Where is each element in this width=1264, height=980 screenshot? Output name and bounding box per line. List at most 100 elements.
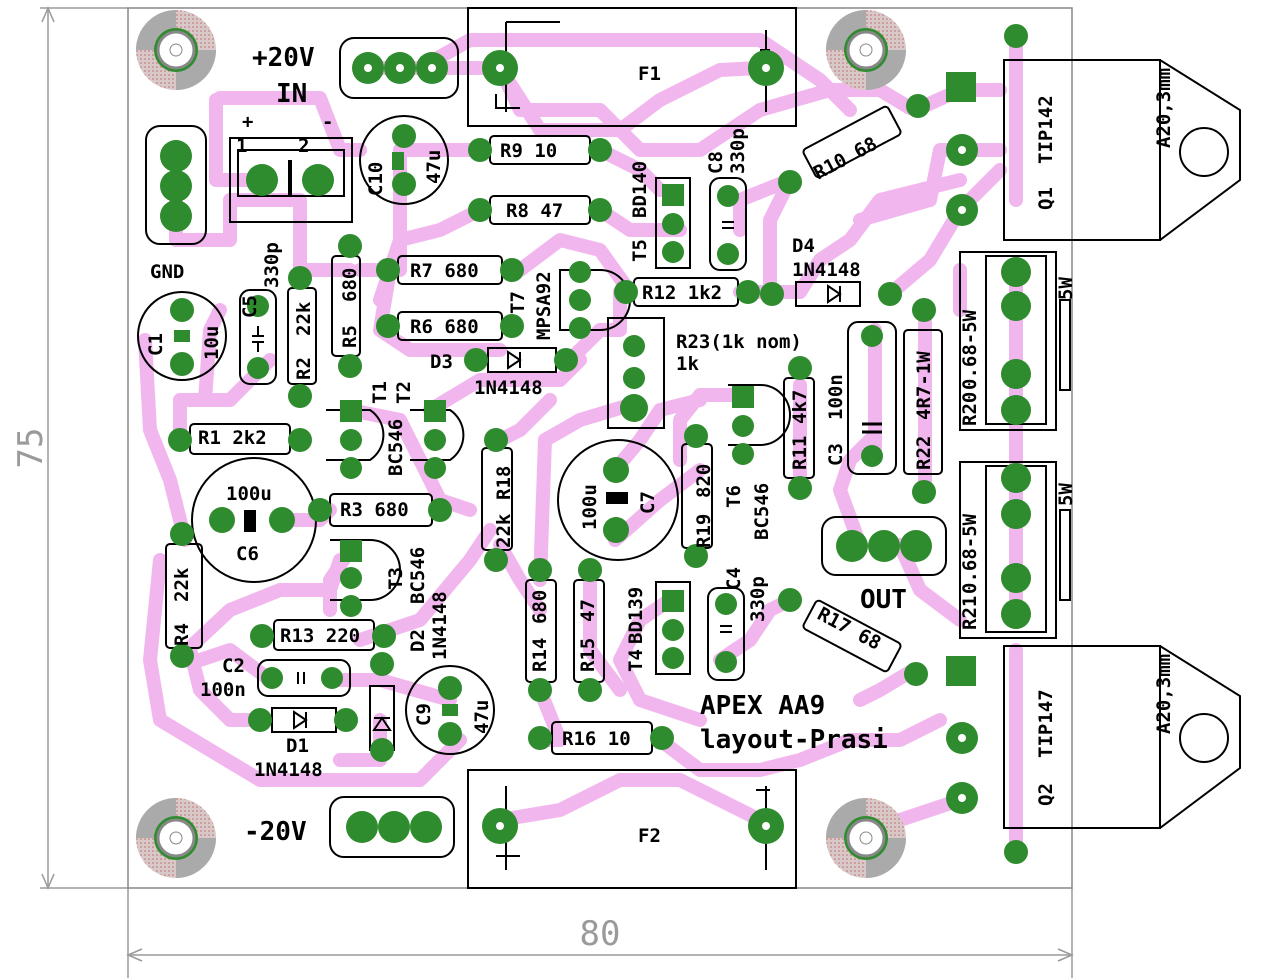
label-c8: C8 <box>705 151 727 174</box>
label-c1-value: 10u <box>201 326 223 360</box>
label-c3: C3 <box>825 443 847 466</box>
label-f2: F2 <box>638 825 661 847</box>
label-tip142: TIP142 <box>1035 95 1057 164</box>
label-d2-value: 1N4148 <box>429 591 451 660</box>
label-r20: R20 <box>959 392 981 426</box>
label-r5: R5 <box>339 325 361 348</box>
label-t7: T7 <box>507 291 529 314</box>
label-q1: Q1 <box>1035 187 1057 210</box>
label-t3-type: BC546 <box>407 547 429 604</box>
label-c9: C9 <box>413 703 435 726</box>
label-c7: C7 <box>637 491 659 514</box>
label-r23-value: 1k <box>676 353 699 375</box>
input-label: IN <box>276 79 307 109</box>
label-c7-value: 100u <box>579 484 601 530</box>
label-r22-value: 4R7-1W <box>913 351 935 420</box>
label-d3: D3 <box>430 351 453 373</box>
ground-label: GND <box>150 261 184 283</box>
mounting-holes <box>136 10 906 878</box>
label-r23: R23(1k nom) <box>676 331 802 353</box>
label-mpsa92: MPSA92 <box>533 271 555 340</box>
label-r5-value: 680 <box>339 268 361 302</box>
label-c5: C5 <box>239 295 261 318</box>
label-c5-value: 330p <box>261 242 283 288</box>
label-c3-value: 100n <box>825 374 847 420</box>
label-heatsink-1: A20,3mm <box>1153 68 1175 148</box>
label-c10-value: 47u <box>423 150 445 184</box>
label-r21: R21 <box>959 596 981 630</box>
label-d4-value: 1N4148 <box>792 259 861 281</box>
height-dimension: 75 <box>11 428 51 469</box>
label-r20-power: 5W <box>1055 277 1077 300</box>
pads <box>160 24 1031 864</box>
supply-minus-label: -20V <box>244 817 307 847</box>
label-c4-value: 330p <box>747 576 769 622</box>
label-bd139: BD139 <box>625 587 647 644</box>
label-t3: T3 <box>385 567 407 590</box>
label-r16: R16 10 <box>562 728 631 750</box>
label-t4: T4 <box>625 649 647 672</box>
label-r8: R8 47 <box>506 200 563 222</box>
label-t5: T5 <box>629 239 651 262</box>
label-r3: R3 680 <box>340 499 409 521</box>
terminal-2-label: 2 <box>298 135 309 157</box>
output-label: OUT <box>860 585 907 615</box>
label-r21-power: 5W <box>1055 483 1077 506</box>
label-r19: R19 <box>693 514 715 548</box>
label-c10: C10 <box>365 162 387 196</box>
label-r9: R9 10 <box>500 140 557 162</box>
label-d2: D2 <box>407 629 429 652</box>
label-r6: R6 680 <box>410 316 479 338</box>
label-r19-value: 820 <box>693 464 715 498</box>
terminal-minus-label: - <box>322 111 333 133</box>
label-c2: C2 <box>222 655 245 677</box>
label-d1: D1 <box>286 735 309 757</box>
width-dimension: 80 <box>580 914 621 954</box>
label-r18: R18 <box>493 466 515 500</box>
label-d1-value: 1N4148 <box>254 759 323 781</box>
label-r12: R12 1k2 <box>642 282 722 304</box>
label-q2: Q2 <box>1035 783 1057 806</box>
terminal-plus-label: + <box>242 111 253 133</box>
label-t1: T1 <box>369 381 391 404</box>
label-r14: R14 <box>529 638 551 672</box>
label-c2-value: 100n <box>200 679 246 701</box>
label-r11: R11 <box>789 436 811 470</box>
title-line-1: APEX AA9 <box>700 691 825 721</box>
label-r4-value: 22k <box>171 567 193 602</box>
label-r4: R4 <box>171 623 193 646</box>
label-r21-value: 0.68-5W <box>959 513 981 594</box>
component-glyphs <box>174 152 882 731</box>
label-t6-type: BC546 <box>751 483 773 540</box>
label-heatsink-2: A20,3mm <box>1153 654 1175 734</box>
label-r13: R13 220 <box>280 625 360 647</box>
label-r14-value: 680 <box>529 590 551 624</box>
label-c8-value: 330p <box>727 128 749 174</box>
pad-holes <box>364 64 966 830</box>
label-c6-value: 100u <box>226 483 272 505</box>
supply-plus-label: +20V <box>252 43 315 73</box>
dimension-lines <box>40 6 1074 978</box>
label-c6: C6 <box>236 543 259 565</box>
label-r15-value: 47 <box>577 599 599 622</box>
label-t2: T2 <box>393 381 415 404</box>
label-d3-value: 1N4148 <box>474 377 543 399</box>
label-c9-value: 47u <box>471 700 493 734</box>
label-t6: T6 <box>723 485 745 508</box>
title-line-2: layout-Prasi <box>700 725 888 755</box>
label-r15: R15 <box>577 638 599 672</box>
label-r22: R22 <box>913 436 935 470</box>
label-r7: R7 680 <box>410 260 479 282</box>
label-c1: C1 <box>145 333 167 356</box>
label-t1-type: BC546 <box>385 419 407 476</box>
label-r18-value: 22k <box>493 513 515 548</box>
component-outlines <box>137 7 1241 889</box>
label-r1: R1 2k2 <box>198 427 267 449</box>
label-r2-value: 22k <box>293 301 315 336</box>
label-d4: D4 <box>792 235 815 257</box>
label-f1: F1 <box>638 63 661 85</box>
label-tip147: TIP147 <box>1035 689 1057 758</box>
label-r11-value: 4k7 <box>789 390 811 424</box>
label-bd140: BD140 <box>629 161 651 218</box>
